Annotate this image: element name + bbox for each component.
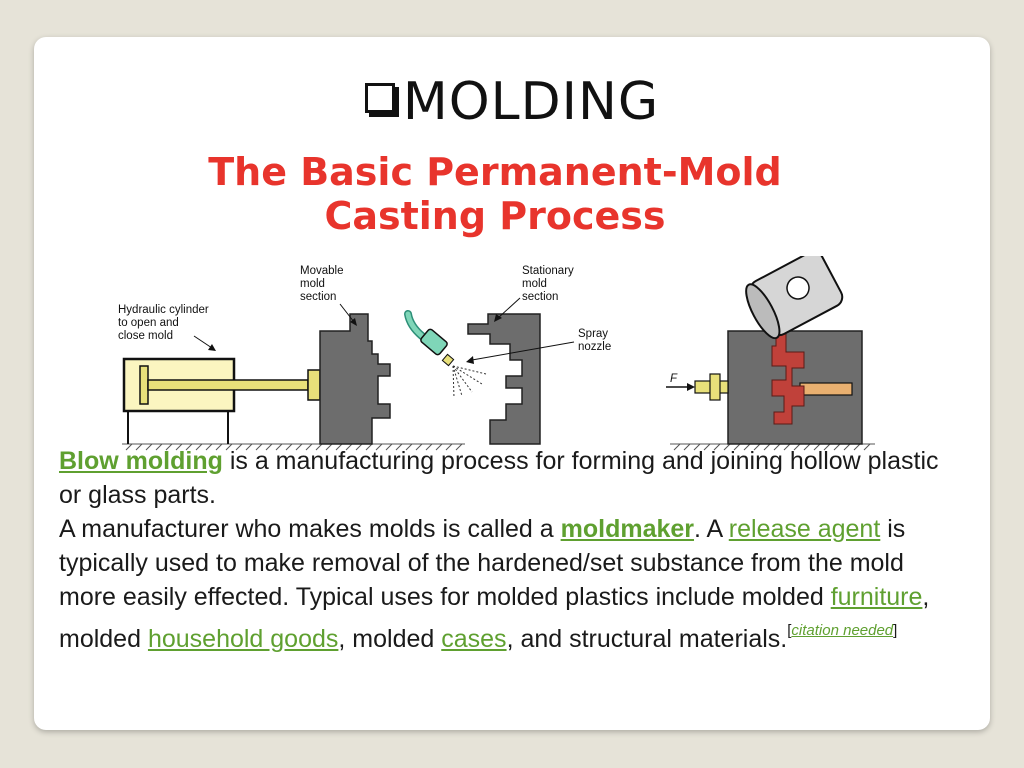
- label-spray-line1: Spray: [578, 328, 608, 340]
- label-movable-line2: mold: [300, 278, 325, 290]
- svg-text:Hydraulic cylinder: Hydraulic cylinder: [118, 304, 209, 316]
- paragraph-moldmaker: A manufacturer who makes molds is called…: [59, 512, 959, 656]
- svg-text:to open and: to open and: [118, 317, 179, 329]
- movable-mold-section: [319, 313, 391, 445]
- label-force: F: [670, 373, 678, 385]
- figure-title-line2: Casting Process: [324, 194, 666, 238]
- citation-needed-superscript: [citation needed]: [787, 622, 897, 639]
- slide-title: MOLDING: [0, 72, 1024, 132]
- p2-text3: is typically used to make removal of the…: [59, 515, 906, 611]
- p2-text6: , and structural materials.: [506, 625, 788, 653]
- hydraulic-cylinder: [122, 357, 321, 444]
- sup-open-bracket: [: [787, 622, 792, 639]
- label-movable-mold: Movable mold section: [300, 265, 357, 326]
- p2-text1: A manufacturer who makes molds is called…: [59, 515, 561, 543]
- slide-title-text: MOLDING: [402, 72, 660, 132]
- svg-text:nozzle: nozzle: [578, 341, 611, 353]
- label-hydraulic-line1: Hydraulic cylinder: [118, 304, 209, 316]
- label-spray-line2: nozzle: [578, 341, 611, 353]
- link-blow-molding[interactable]: Blow molding: [59, 447, 223, 475]
- label-movable-line1: Movable: [300, 265, 343, 277]
- link-furniture[interactable]: furniture: [830, 583, 923, 611]
- link-moldmaker[interactable]: moldmaker: [560, 515, 695, 543]
- svg-text:section: section: [300, 291, 336, 303]
- link-release-agent[interactable]: release agent: [728, 515, 881, 543]
- casting-process-diagram: Movable mold section Stationary mold sec…: [118, 256, 875, 451]
- svg-text:mold: mold: [522, 278, 547, 290]
- label-hydraulic-cylinder: Hydraulic cylinder to open and close mol…: [118, 304, 216, 351]
- svg-text:mold: mold: [300, 278, 325, 290]
- label-hydraulic-line2: to open and: [118, 317, 179, 329]
- p1-text1: is a manufacturing process for forming a…: [59, 447, 939, 509]
- spray-nozzle-icon: [404, 310, 487, 399]
- svg-text:Movable: Movable: [300, 265, 343, 277]
- label-spray-nozzle: Spray nozzle: [466, 328, 611, 364]
- link-household-goods[interactable]: household goods: [147, 625, 339, 653]
- p2-text5: , molded: [338, 625, 442, 653]
- label-hydraulic-line3: close mold: [118, 330, 173, 342]
- ground-hatch-left: [122, 443, 465, 451]
- ladle-icon: [745, 256, 844, 340]
- svg-text:Spray: Spray: [578, 328, 608, 340]
- body-text: Blow molding is a manufacturing process …: [59, 444, 959, 656]
- sup-close-bracket: ]: [893, 622, 898, 639]
- svg-text:close mold: close mold: [118, 330, 173, 342]
- svg-text:Stationary: Stationary: [522, 265, 574, 277]
- figure-title: The Basic Permanent-Mold Casting Process: [0, 150, 990, 238]
- p2-text2: . A: [694, 515, 729, 543]
- label-stationary-line2: mold: [522, 278, 547, 290]
- label-stationary-line3: section: [522, 291, 558, 303]
- p2-text4: , molded: [59, 583, 930, 653]
- link-citation-needed[interactable]: citation needed: [791, 622, 894, 639]
- svg-text:section: section: [522, 291, 558, 303]
- link-cases[interactable]: cases: [441, 625, 507, 653]
- paragraph-blow-molding: Blow molding is a manufacturing process …: [59, 444, 959, 512]
- checkbox-bullet-icon: [364, 83, 395, 113]
- label-movable-line3: section: [300, 291, 336, 303]
- label-stationary-line1: Stationary: [522, 265, 574, 277]
- stationary-mold-section: [467, 313, 541, 445]
- figure-title-line1: The Basic Permanent-Mold: [208, 150, 782, 194]
- label-stationary-mold: Stationary mold section: [494, 265, 574, 322]
